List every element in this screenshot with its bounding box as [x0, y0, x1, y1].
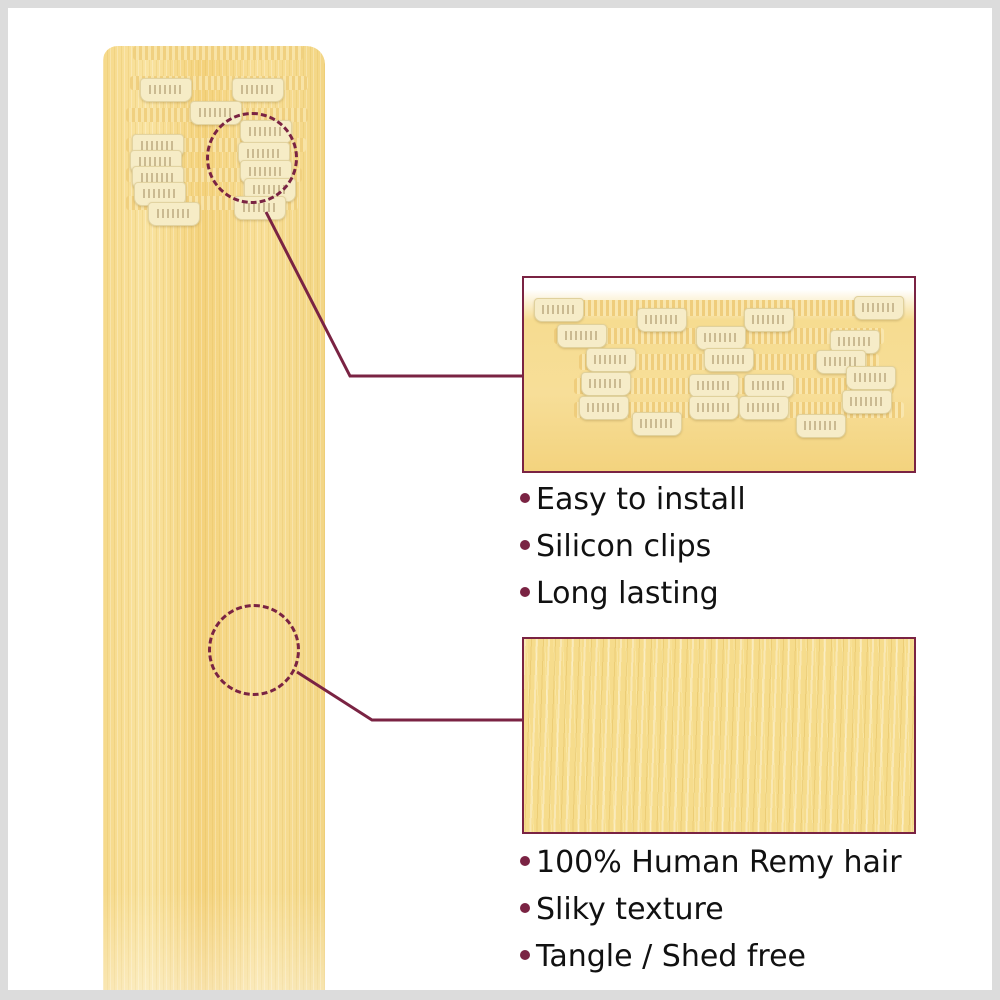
texture-closeup-panel — [522, 637, 916, 834]
bullet-dot-icon — [520, 902, 530, 913]
bullet-dot-icon — [520, 539, 530, 550]
hair-clip — [581, 372, 631, 396]
clips-feature-list: Easy to install Silicon clips Long lasti… — [520, 476, 746, 617]
feature-item: Silicon clips — [520, 523, 746, 570]
hair-clip — [816, 350, 866, 374]
hair-clip — [148, 202, 200, 226]
bullet-dot-icon — [520, 949, 530, 960]
weft-strip — [534, 300, 904, 316]
hair-clip — [696, 326, 746, 350]
hair-clip — [854, 296, 904, 320]
hair-clip — [739, 396, 789, 420]
hair-clip — [744, 308, 794, 332]
feature-item: Tangle / Shed free — [520, 933, 902, 980]
feature-item: Easy to install — [520, 476, 746, 523]
hair-clip — [846, 366, 896, 390]
hair-clip — [632, 412, 682, 436]
product-infographic: Easy to install Silicon clips Long lasti… — [8, 8, 992, 990]
feature-item: Sliky texture — [520, 886, 902, 933]
hair-clip — [232, 78, 284, 102]
clips-closeup-panel — [522, 276, 916, 473]
hair-clip — [579, 396, 629, 420]
feature-item: 100% Human Remy hair — [520, 839, 902, 886]
hair-clip — [534, 298, 584, 322]
hair-strand-highlight-circle — [208, 604, 300, 696]
bullet-dot-icon — [520, 855, 530, 866]
hair-clip — [689, 374, 739, 398]
texture-feature-list: 100% Human Remy hair Sliky texture Tangl… — [520, 839, 902, 980]
hair-clip — [842, 390, 892, 414]
clip-area-highlight-circle — [206, 112, 298, 204]
hair-clip — [689, 396, 739, 420]
bullet-dot-icon — [520, 586, 530, 597]
bullet-dot-icon — [520, 492, 530, 503]
hair-clip — [557, 324, 607, 348]
hair-clip — [140, 78, 192, 102]
feature-item: Long lasting — [520, 570, 746, 617]
hair-clip — [586, 348, 636, 372]
weft-strip — [133, 46, 303, 60]
hair-clip — [704, 348, 754, 372]
hair-clip — [637, 308, 687, 332]
hair-clip — [796, 414, 846, 438]
hair-clip — [744, 374, 794, 398]
